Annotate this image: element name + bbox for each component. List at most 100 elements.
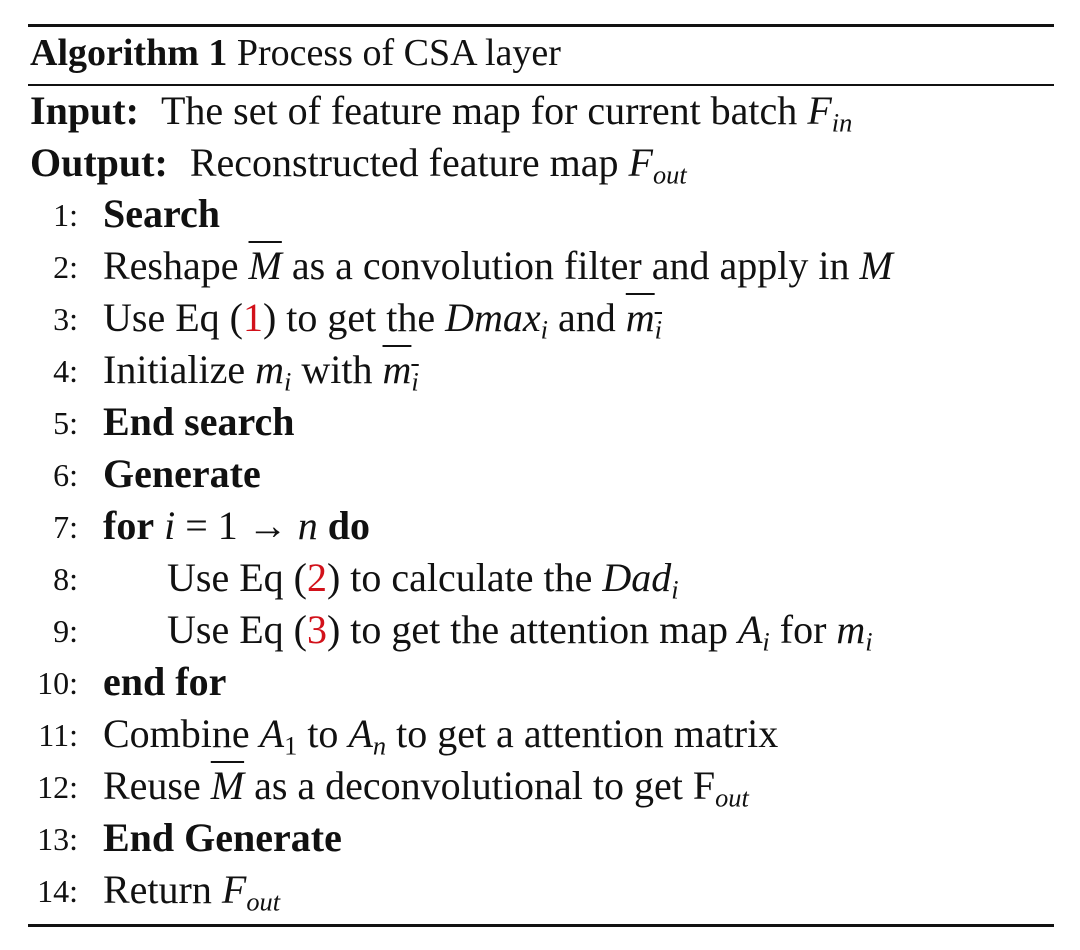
line-number: 2: (53, 249, 78, 285)
step-text: ) to calculate the (326, 555, 593, 600)
line-number: 5: (53, 405, 78, 441)
math-var: M (210, 763, 245, 808)
step-9: 9: Use Eq (3) to get the attention map A… (0, 604, 1080, 656)
math-sub: n (372, 730, 387, 761)
math-var: Dad (602, 555, 672, 600)
math-var: A (259, 711, 285, 756)
algorithm-label: Algorithm 1 (30, 32, 228, 74)
step-10: 10: end for (0, 656, 1080, 708)
step-text: Reshape (103, 243, 239, 288)
step-keyword: do (327, 503, 371, 548)
math-operator: = (185, 503, 208, 548)
math-var: A (348, 711, 373, 756)
equation-ref-link[interactable]: 1 (242, 295, 263, 340)
step-keyword: for (103, 503, 155, 548)
step-keyword: Search (103, 191, 221, 236)
step-text: Combine (103, 711, 250, 756)
equation-ref-link[interactable]: 2 (306, 555, 327, 600)
step-keyword: End search (103, 399, 295, 444)
step-text: Reuse (103, 763, 201, 808)
line-number: 10: (37, 665, 78, 701)
input-label: Input: (30, 88, 139, 133)
step-text: as a deconvolutional to get F (254, 763, 716, 808)
input-var: F (807, 88, 832, 133)
step-text: Use Eq ( (167, 555, 307, 600)
step-11: 11: Combine A1 to An to get a attention … (0, 708, 1080, 760)
step-3: 3: Use Eq (1) to get the Dmaxi and mi (0, 292, 1080, 344)
step-13: 13: End Generate (0, 812, 1080, 864)
output-line: Output: Reconstructed feature map Fout (30, 138, 687, 188)
math-var: A (737, 607, 763, 652)
line-number: 11: (38, 717, 78, 753)
math-sub: i (654, 314, 663, 345)
math-operator: → (247, 503, 288, 548)
output-sub: out (652, 159, 687, 190)
math-sub: i (540, 314, 549, 345)
output-text: Reconstructed feature map (189, 140, 619, 185)
step-text: ) to get the attention map (326, 607, 728, 652)
math-sub: out (246, 886, 281, 917)
math-sub: i (865, 626, 873, 657)
input-text: The set of feature map for current batch (160, 88, 798, 133)
step-12: 12: Reuse M as a deconvolutional to get … (0, 760, 1080, 812)
step-text: Return (103, 867, 212, 912)
line-number: 3: (53, 301, 78, 337)
math-var: F (221, 867, 247, 912)
step-text: ) to get the (262, 295, 436, 340)
step-keyword: Generate (103, 451, 261, 496)
line-number: 8: (53, 561, 78, 597)
step-text: as a convolution filter and apply in (291, 243, 850, 288)
math-var: n (297, 503, 318, 548)
line-number: 14: (37, 873, 78, 909)
line-number: 4: (53, 353, 78, 389)
step-text: and (558, 295, 616, 340)
top-rule (28, 24, 1054, 27)
step-text: Use Eq ( (103, 295, 243, 340)
line-number: 9: (53, 613, 78, 649)
math-sub: out (715, 782, 749, 813)
math-var: M (859, 243, 893, 288)
caption-rule (28, 84, 1054, 86)
line-number: 13: (37, 821, 78, 857)
bottom-rule (28, 924, 1054, 927)
math-var: m (625, 295, 655, 340)
step-keyword: End Generate (103, 815, 342, 860)
step-8: 8: Use Eq (2) to calculate the Dadi (0, 552, 1080, 604)
math-sub: i (411, 366, 419, 397)
step-6: 6: Generate (0, 448, 1080, 500)
line-number: 7: (53, 509, 78, 545)
step-text: to (307, 711, 339, 756)
output-var: F (628, 140, 653, 185)
input-line: Input: The set of feature map for current… (30, 86, 852, 136)
line-number: 1: (53, 197, 78, 233)
math-var: m (836, 607, 866, 652)
step-4: 4: Initialize mi with mi (0, 344, 1080, 396)
math-var: Dmax (445, 295, 541, 340)
step-text: Use Eq ( (167, 607, 307, 652)
step-keyword: end for (103, 659, 227, 704)
math-var: m (382, 347, 412, 392)
step-text: with (301, 347, 373, 392)
math-var: i (164, 503, 176, 548)
math-sub: i (284, 366, 292, 397)
math-const: 1 (217, 503, 238, 548)
math-var: m (255, 347, 285, 392)
line-number: 6: (53, 457, 78, 493)
step-5: 5: End search (0, 396, 1080, 448)
step-text: Initialize (103, 347, 246, 392)
math-var: M (248, 243, 282, 288)
step-7: 7: for i = 1 → n do (0, 500, 1080, 552)
step-text: to get a attention matrix (396, 711, 779, 756)
math-sub: 1 (284, 730, 298, 761)
equation-ref-link[interactable]: 3 (306, 607, 327, 652)
line-number: 12: (37, 769, 78, 805)
step-2: 2: Reshape M as a convolution filter and… (0, 240, 1080, 292)
algorithm-title: Process of CSA layer (236, 32, 561, 74)
output-label: Output: (30, 140, 168, 185)
step-14: 14: Return Fout (0, 864, 1080, 916)
algorithm-caption: Algorithm 1 Process of CSA layer (30, 28, 561, 78)
math-sub: i (762, 626, 770, 657)
step-1: 1: Search (0, 188, 1080, 240)
step-text: for (779, 607, 827, 652)
math-sub: i (671, 574, 679, 605)
